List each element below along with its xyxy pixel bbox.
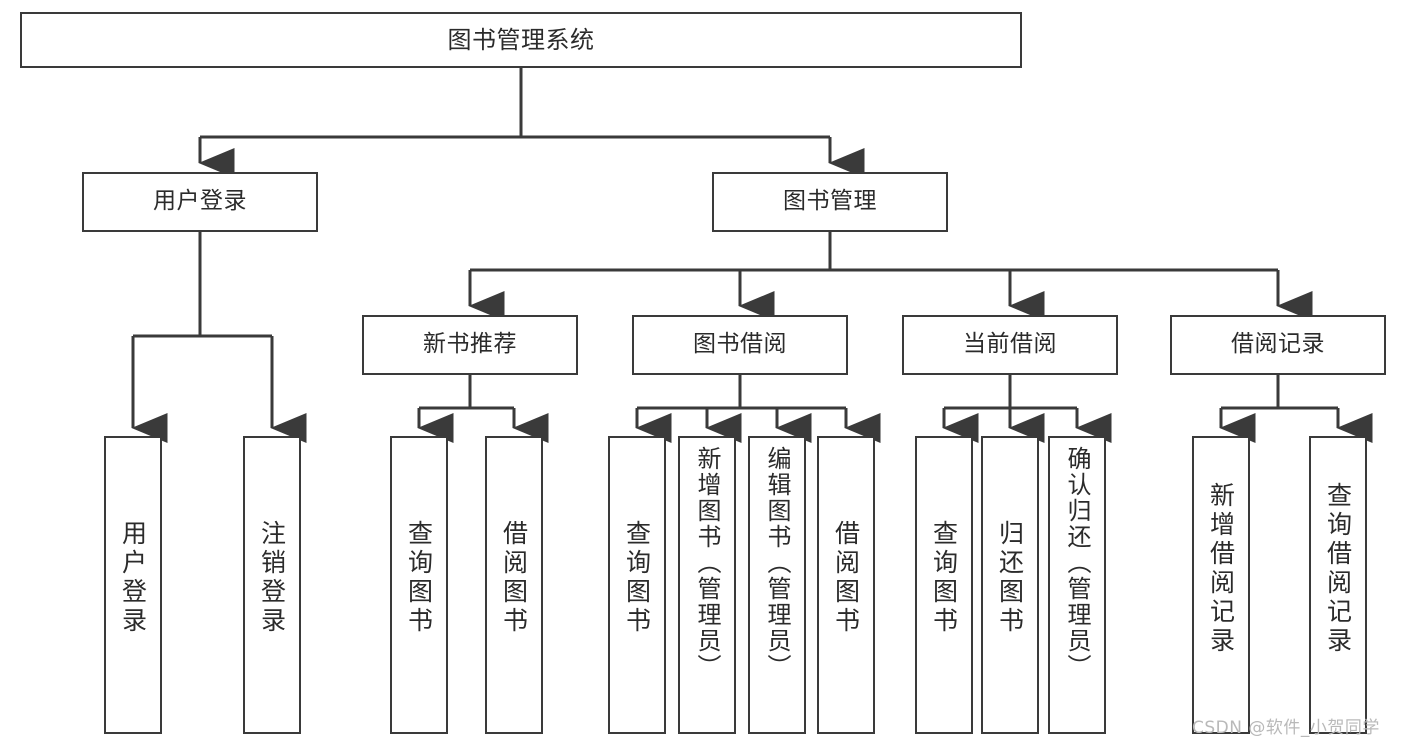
node-root-system[interactable]: 图书管理系统: [20, 12, 1022, 68]
node-label: 用户登录: [118, 520, 148, 636]
node-label: 编辑图书（管理员）: [763, 446, 791, 680]
node-label: 用户登录: [153, 188, 247, 215]
leaf-borrow-book[interactable]: 借阅图书: [817, 436, 875, 734]
leaf-edit-book-admin[interactable]: 编辑图书（管理员）: [748, 436, 806, 734]
leaf-confirm-return-admin[interactable]: 确认归还（管理员）: [1048, 436, 1106, 734]
leaf-borrow-book-new[interactable]: 借阅图书: [485, 436, 543, 734]
leaf-query-borrow-record[interactable]: 查询借阅记录: [1309, 436, 1367, 734]
leaf-add-book-admin[interactable]: 新增图书（管理员）: [678, 436, 736, 734]
node-book-borrow[interactable]: 图书借阅: [632, 315, 848, 375]
node-label: 借阅图书: [831, 520, 861, 636]
leaf-logout[interactable]: 注销登录: [243, 436, 301, 734]
leaf-query-book-new[interactable]: 查询图书: [390, 436, 448, 734]
node-label: 确认归还（管理员）: [1063, 446, 1091, 680]
node-label: 图书借阅: [693, 331, 787, 358]
leaf-add-borrow-record[interactable]: 新增借阅记录: [1192, 436, 1250, 734]
node-label: 注销登录: [257, 520, 287, 636]
node-label: 新增借阅记录: [1206, 482, 1236, 656]
node-new-book-recommend[interactable]: 新书推荐: [362, 315, 578, 375]
leaf-user-login[interactable]: 用户登录: [104, 436, 162, 734]
node-label: 当前借阅: [963, 331, 1057, 358]
node-label: 图书管理: [783, 188, 877, 215]
node-label: 借阅图书: [499, 520, 529, 636]
leaf-query-book-current[interactable]: 查询图书: [915, 436, 973, 734]
node-book-management[interactable]: 图书管理: [712, 172, 948, 232]
node-label: 查询图书: [404, 520, 434, 636]
node-label: 图书管理系统: [447, 25, 595, 54]
leaf-return-book[interactable]: 归还图书: [981, 436, 1039, 734]
node-borrow-record[interactable]: 借阅记录: [1170, 315, 1386, 375]
node-label: 查询图书: [622, 520, 652, 636]
node-label: 借阅记录: [1231, 331, 1325, 358]
node-user-login[interactable]: 用户登录: [82, 172, 318, 232]
leaf-query-book-borrow[interactable]: 查询图书: [608, 436, 666, 734]
node-current-borrow[interactable]: 当前借阅: [902, 315, 1118, 375]
node-label: 新书推荐: [423, 331, 517, 358]
csdn-watermark: CSDN @软件_小贺同学: [1192, 718, 1380, 738]
node-label: 查询借阅记录: [1323, 482, 1353, 656]
node-label: 查询图书: [929, 520, 959, 636]
node-label: 新增图书（管理员）: [693, 446, 721, 680]
node-label: 归还图书: [995, 520, 1025, 636]
